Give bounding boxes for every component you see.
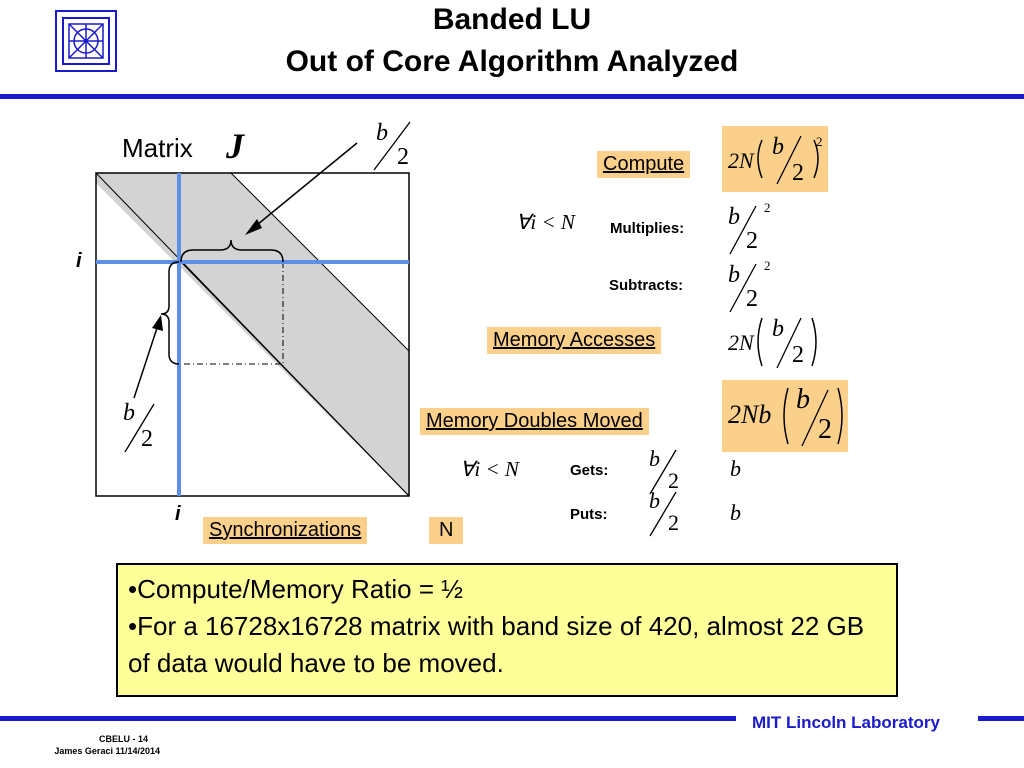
forall-condition-1: ∀i < N <box>516 210 575 234</box>
multiplies-label: Multiplies: <box>610 220 685 237</box>
gets-value: b <box>730 456 741 481</box>
gets-b: b <box>649 446 660 471</box>
subtracts-den: 2 <box>746 286 758 312</box>
compute-exp: 2 <box>816 134 823 149</box>
summary-line-1: •Compute/Memory Ratio = ½ <box>128 574 463 604</box>
left-b: b <box>123 400 135 426</box>
memory-accesses-den: 2 <box>792 342 804 368</box>
memory-accesses-coef: 2N <box>728 330 754 355</box>
row-label-i: i <box>76 250 82 272</box>
compute-coef: 2N <box>728 148 754 173</box>
memory-accesses-b: b <box>772 316 784 342</box>
compute-b: b <box>772 134 784 160</box>
memory-doubles-moved-label: Memory Doubles Moved <box>420 408 649 435</box>
puts-formula: b 2 <box>646 488 690 540</box>
memory-doubles-b: b <box>796 384 810 415</box>
memory-accesses-formula: 2N b 2 <box>722 310 822 374</box>
subtracts-b: b <box>728 262 740 288</box>
subtracts-label: Subtracts: <box>609 277 684 294</box>
puts-value: b <box>730 500 741 525</box>
title-line-2: Out of Core Algorithm Analyzed <box>285 45 739 78</box>
multiplies-den: 2 <box>746 228 758 254</box>
left-2: 2 <box>141 426 153 452</box>
header-rule <box>0 94 1024 99</box>
compute-formula: 2N b 2 2 <box>722 126 828 192</box>
gets-den: 2 <box>668 468 679 493</box>
top-2: 2 <box>397 144 409 170</box>
puts-label: Puts: <box>570 506 608 523</box>
summary-line-2: •For a 16728x16728 matrix with band size… <box>128 611 865 678</box>
gets-formula: b 2 <box>646 446 690 498</box>
author-date: James Geraci 11/14/2014 <box>54 746 160 756</box>
matrix-symbol: J <box>226 126 244 166</box>
memory-doubles-coef: 2Nb <box>728 400 772 429</box>
matrix-diagram <box>95 121 411 497</box>
forall-condition-2: ∀i < N <box>460 457 519 481</box>
synchronizations-value: N <box>429 517 464 544</box>
matrix-label: Matrix <box>122 133 193 163</box>
multiplies-formula: b 2 2 <box>724 200 774 260</box>
memory-doubles-moved-formula: 2Nb b 2 <box>722 380 848 452</box>
synchronizations-label: Synchronizations <box>203 517 368 544</box>
memory-accesses-label: Memory Accesses <box>487 327 662 354</box>
slide-id: CBELU - 14 <box>98 734 148 744</box>
top-b: b <box>376 120 388 146</box>
summary-box: •Compute/Memory Ratio = ½ •For a 16728x1… <box>116 563 898 697</box>
col-label-i: i <box>175 503 181 525</box>
subtracts-formula: b 2 2 <box>724 258 774 318</box>
puts-b: b <box>649 488 660 513</box>
multiplies-exp: 2 <box>764 200 771 215</box>
memory-doubles-den: 2 <box>818 414 832 445</box>
footer-rule-right <box>978 716 1024 721</box>
footer-rule-left <box>0 716 736 721</box>
compute-den: 2 <box>792 160 804 186</box>
multiplies-b: b <box>728 204 740 230</box>
gets-label: Gets: <box>570 462 609 479</box>
compute-label: Compute <box>597 151 691 178</box>
org-name: MIT Lincoln Laboratory <box>752 713 940 732</box>
subtracts-exp: 2 <box>764 258 771 273</box>
lincoln-logo <box>55 10 117 72</box>
title-line-1: Banded LU <box>432 3 592 36</box>
puts-den: 2 <box>668 510 679 535</box>
